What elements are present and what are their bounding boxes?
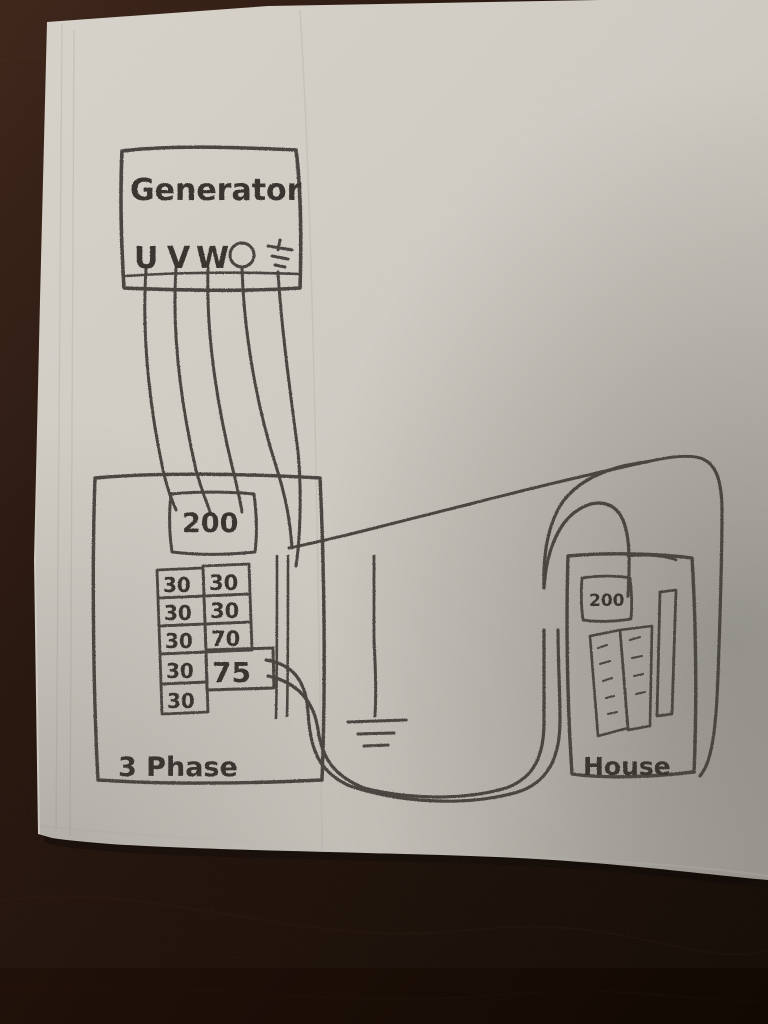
feeder-loop-cable-pair: [264, 628, 562, 803]
panel-internal-risers: [274, 554, 290, 720]
house-main-breaker-box: [579, 574, 634, 623]
house-bus-strip: [655, 588, 678, 718]
house-breaker-columns: [588, 624, 654, 738]
three-phase-main-breaker-label: 200: [182, 508, 238, 539]
generator-terminal-U: U: [134, 241, 158, 276]
earth-ground-symbol: [346, 638, 408, 748]
breaker-right-1: 30: [209, 571, 238, 595]
breaker-left-5: 30: [167, 689, 195, 713]
breaker-right-2: 30: [210, 599, 239, 623]
generator-ground-terminal-icon: [266, 238, 294, 269]
breaker-left-1: 30: [163, 573, 191, 597]
feeder-diagonal-wire: [287, 454, 702, 550]
house-breaker-ticks: [597, 636, 646, 715]
service-cable-upper-loop: [542, 456, 724, 778]
breaker-75-label: 75: [212, 656, 251, 689]
house-top-tap: [626, 553, 678, 562]
house-main-breaker-label: 200: [589, 591, 625, 611]
three-phase-main-breaker-box: [168, 490, 258, 556]
breaker-left-4: 30: [166, 659, 194, 683]
house-panel-label: House: [583, 752, 671, 781]
breaker-right-3: 70: [211, 627, 240, 651]
generator-terminal-V: V: [167, 241, 191, 276]
generator-terminal-W: W: [196, 241, 229, 276]
house-panel-box: [565, 552, 698, 779]
breaker-left-3: 30: [165, 629, 193, 653]
generator-box: [119, 145, 303, 293]
service-cable-hook: [542, 501, 631, 598]
breaker-75-box: [204, 646, 276, 692]
three-phase-panel-box: [91, 472, 326, 785]
three-phase-panel-label: 3 Phase: [118, 752, 238, 783]
breaker-left-2: 30: [164, 601, 192, 625]
generator-label: Generator: [130, 173, 302, 208]
